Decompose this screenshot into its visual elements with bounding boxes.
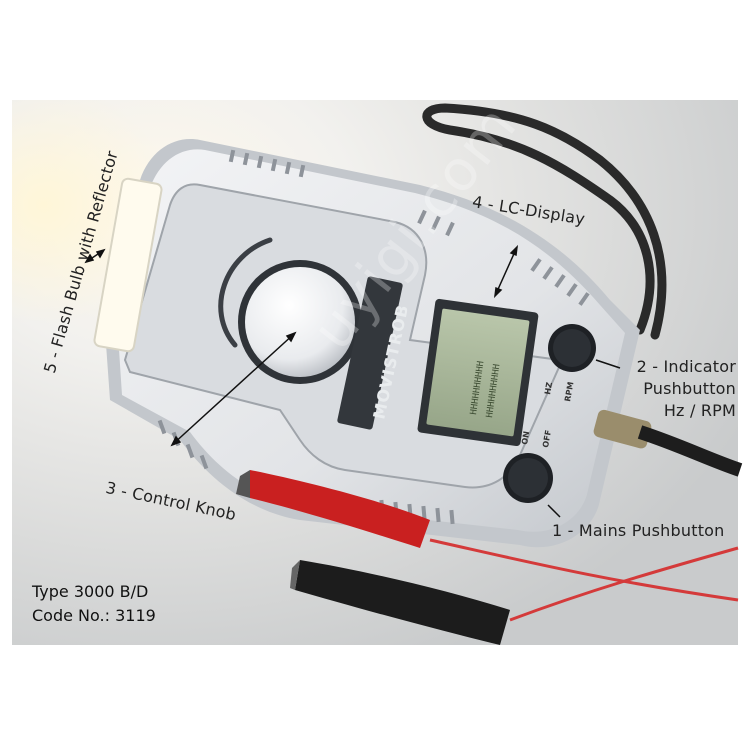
- red-wire-2: [509, 546, 739, 622]
- control-knob: [218, 237, 362, 384]
- lanyard-strap: [422, 103, 667, 340]
- code-info: Code No.: 3119: [32, 606, 156, 625]
- annotation-arrows: [84, 244, 621, 518]
- type-info: Type 3000 B/D: [32, 582, 149, 601]
- mains-pushbutton: ON OFF: [503, 429, 553, 503]
- mains-pushbutton-label: 1 - Mains Pushbutton: [552, 521, 725, 540]
- indicator-label-line-3: Hz / RPM: [663, 401, 736, 420]
- red-wire: [429, 538, 739, 602]
- cable-connector: [593, 409, 743, 477]
- black-alligator-clip: [290, 560, 510, 645]
- lcd-display: HHHHHHHHHH HHHHHHHHHH: [417, 298, 539, 447]
- indicator-label-line-1: 2 - Indicator: [636, 357, 736, 376]
- indicator-pushbutton: HZ RPM: [543, 324, 596, 402]
- flash-reflector: [93, 177, 163, 353]
- red-alligator-clip: [236, 470, 430, 548]
- indicator-pushbutton-label: 2 - Indicator Pushbutton Hz / RPM: [637, 356, 736, 422]
- off-label: OFF: [541, 429, 553, 448]
- rpm-label: RPM: [563, 381, 575, 402]
- hz-label: HZ: [543, 381, 554, 395]
- on-label: ON: [520, 430, 531, 445]
- indicator-label-line-2: Pushbutton: [643, 379, 736, 398]
